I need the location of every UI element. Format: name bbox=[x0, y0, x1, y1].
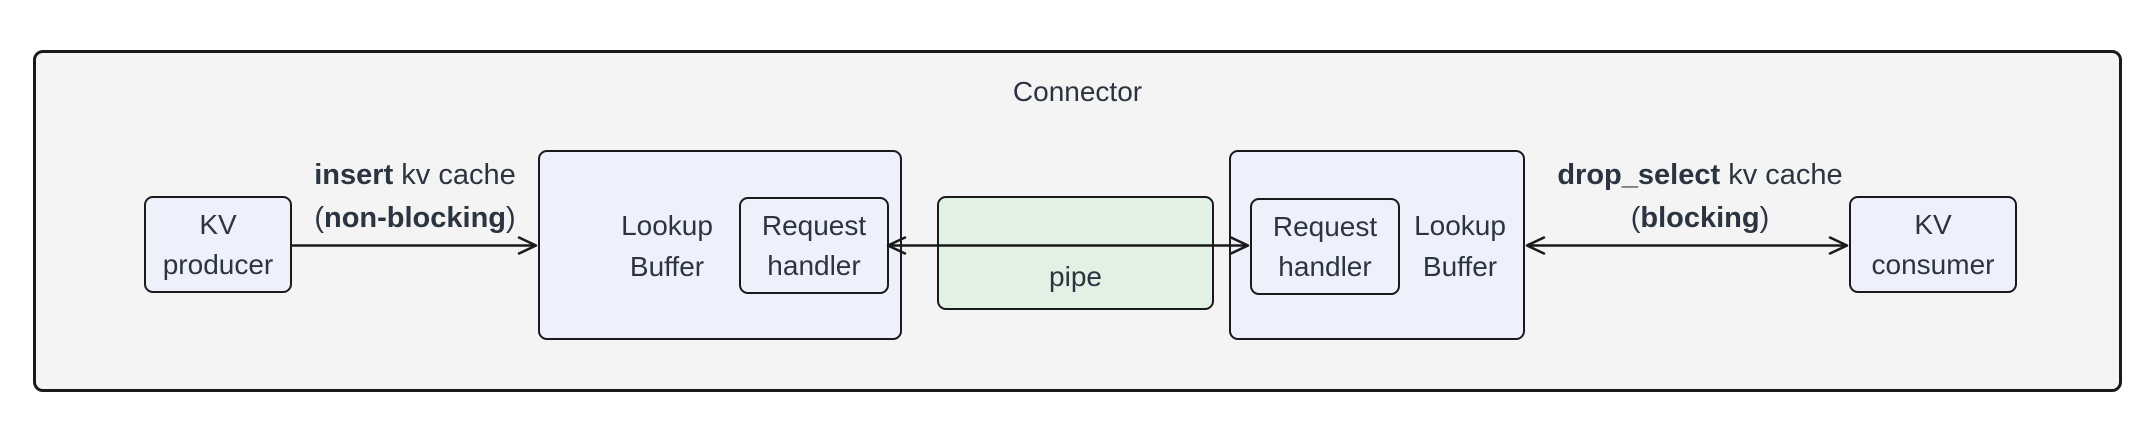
lookup-buffer-right-node: Request handler Lookup Buffer bbox=[1229, 150, 1525, 340]
kv-consumer-label-line1: KV bbox=[1914, 208, 1952, 240]
lookup-buffer-left-node: Lookup Buffer Request handler bbox=[538, 150, 902, 340]
kv-producer-label-line2: producer bbox=[162, 248, 274, 280]
kv-producer-node: KV producer bbox=[144, 196, 292, 293]
kv-producer-label-line1: KV bbox=[199, 208, 237, 240]
pipe-node bbox=[937, 196, 1214, 310]
connector-title: Connector bbox=[1012, 76, 1143, 107]
pipe-label: pipe bbox=[1049, 261, 1102, 292]
insert-edge-label: insert kv cache (non-blocking) bbox=[265, 154, 565, 240]
drop-select-edge-label-line2: (blocking) bbox=[1630, 202, 1770, 234]
drop-select-edge-label-line1: drop_select kv cache bbox=[1557, 159, 1843, 191]
insert-edge-label-line2: (non-blocking) bbox=[314, 202, 516, 234]
lookup-buffer-right-label: Lookup Buffer bbox=[1414, 210, 1506, 282]
drop-select-edge-label: drop_select kv cache (blocking) bbox=[1510, 154, 1890, 240]
insert-edge-label-line1: insert kv cache bbox=[314, 159, 516, 191]
kv-consumer-label-line2: consumer bbox=[1871, 248, 1995, 280]
request-handler-right-node: Request handler bbox=[1250, 198, 1400, 295]
lookup-buffer-left-label: Lookup Buffer bbox=[621, 210, 713, 282]
kv-consumer-node: KV consumer bbox=[1849, 196, 2017, 293]
request-handler-left-node: Request handler bbox=[739, 197, 889, 294]
